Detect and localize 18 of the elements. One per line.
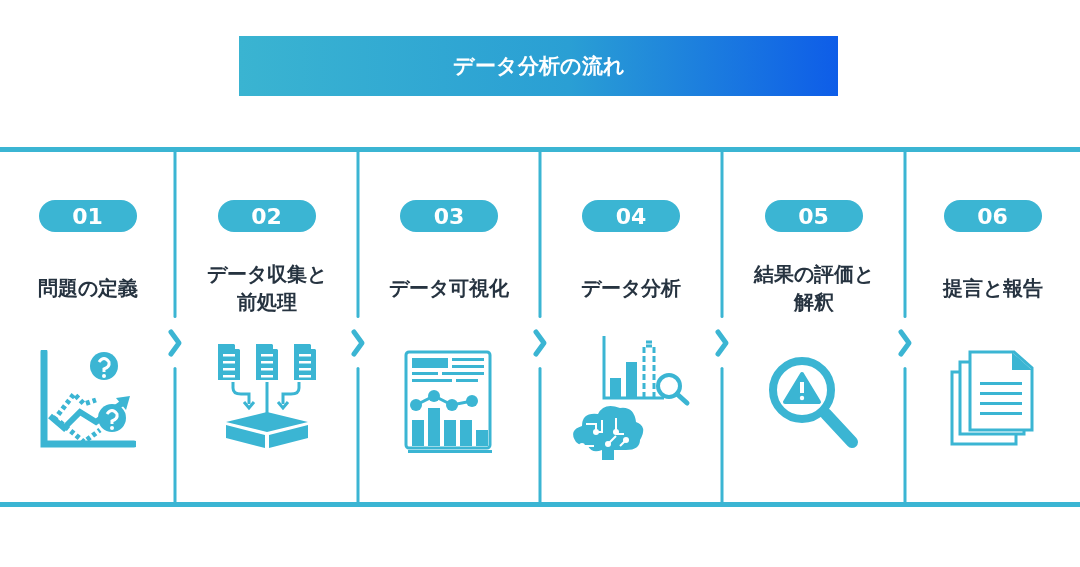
step-title: 結果の評価と解釈 [752,261,875,316]
step-title: データ収集と前処理 [205,261,328,316]
chevron-arrow [898,329,912,357]
title-banner: データ分析の流れ [239,36,838,96]
chevron-arrow [715,329,729,357]
step-number: 02 [217,200,316,232]
step-number: 01 [38,200,137,232]
step-title: データ可視化 [389,275,509,302]
step-number: 05 [764,200,863,232]
chevron-arrow [533,329,547,357]
step-title: データ分析 [581,275,681,302]
chevron-arrow [168,329,182,357]
step-title: 問題の定義 [37,275,138,302]
step-number: 03 [400,200,498,232]
step-number: 06 [943,200,1042,232]
step-title: 提言と報告 [942,275,1043,302]
step-number: 04 [582,200,680,232]
chevron-arrow [351,329,365,357]
